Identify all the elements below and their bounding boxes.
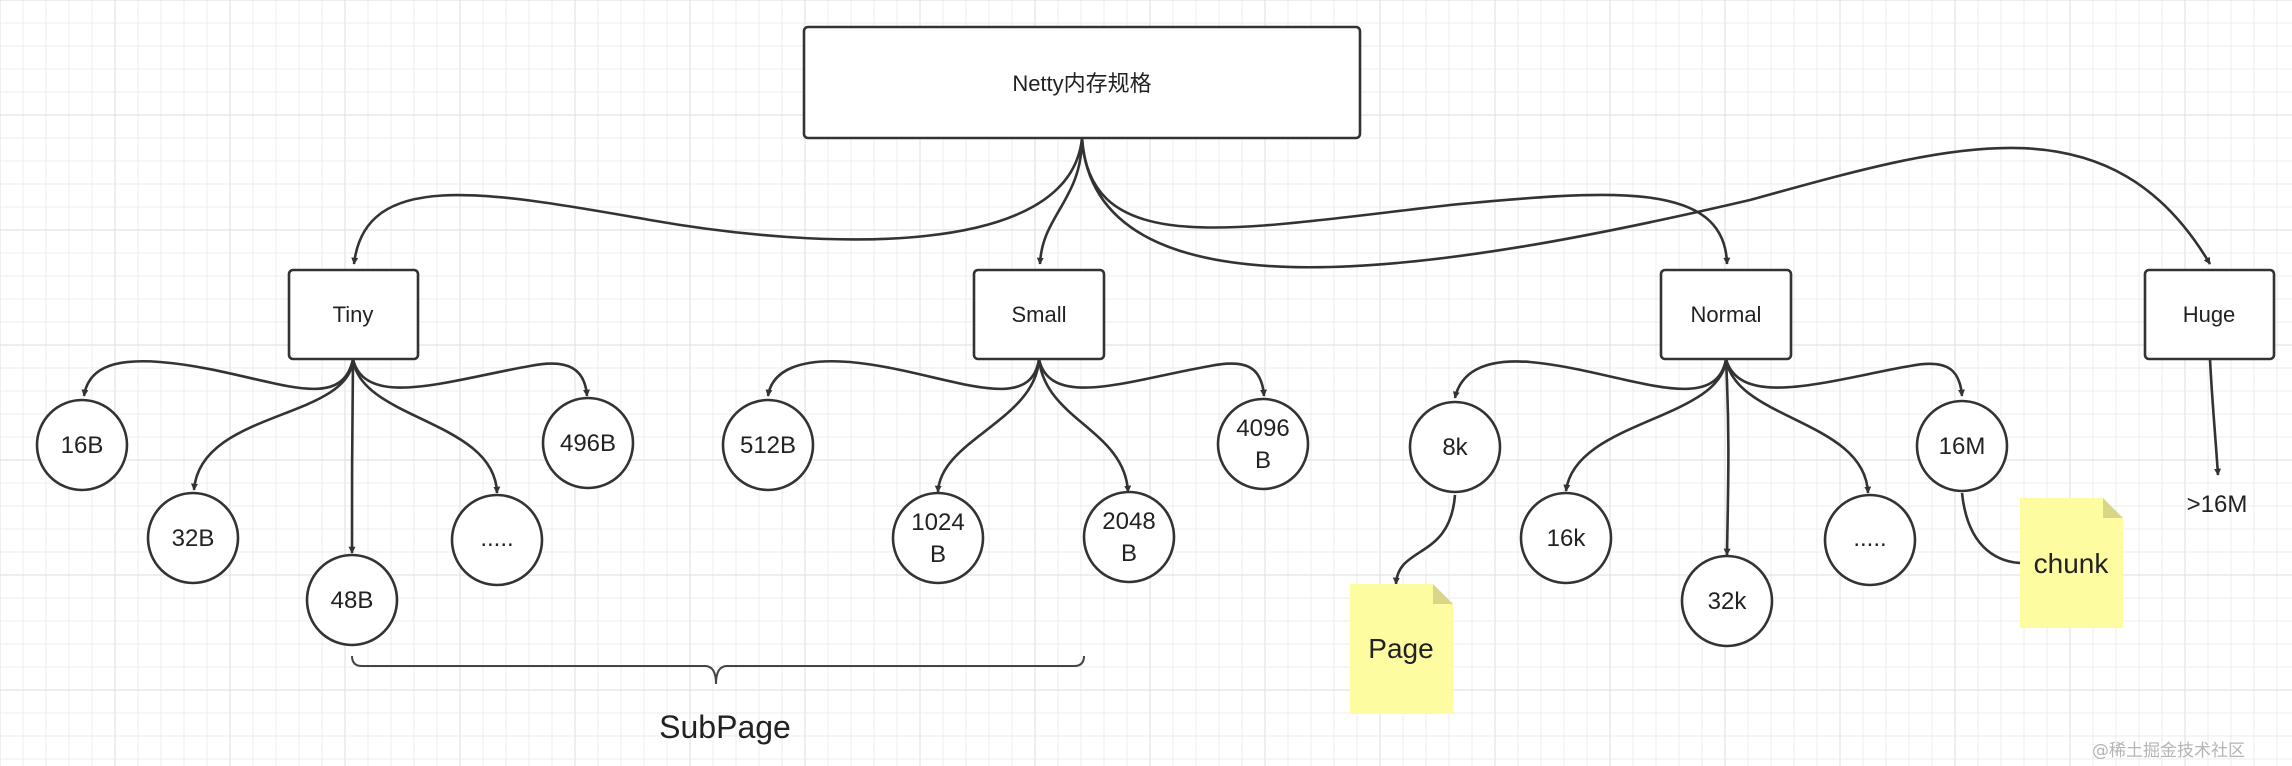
subpage-label: SubPage bbox=[659, 709, 791, 745]
edge-small-1024b bbox=[934, 358, 1041, 493]
node-16m-label: 16M bbox=[1939, 433, 1986, 460]
edge-tiny-48b bbox=[348, 358, 356, 554]
node-normal-dots-label: ..... bbox=[1853, 525, 1886, 552]
node-4096b-line2: B bbox=[1255, 447, 1271, 474]
edge-tiny-dots bbox=[351, 358, 501, 494]
edge-tiny-32b bbox=[190, 358, 355, 491]
node-16m bbox=[1915, 399, 2009, 493]
node-2048b bbox=[1082, 490, 1176, 584]
huge-label: Huge bbox=[2183, 302, 2236, 327]
node-8k-label: 8k bbox=[1442, 434, 1468, 461]
edge-huge-over16m bbox=[2208, 358, 2222, 476]
node-4096b-line1: 4096 bbox=[1236, 415, 1289, 442]
note-page-label: Page bbox=[1368, 633, 1433, 664]
edge-16m-chunk bbox=[1960, 492, 2031, 567]
node-32b-label: 32B bbox=[172, 525, 215, 552]
edge-normal-32k bbox=[1723, 358, 1731, 556]
node-16b bbox=[35, 398, 129, 492]
node-1024b-line1: 1024 bbox=[911, 509, 964, 536]
note-page: Page bbox=[1350, 584, 1453, 714]
normal-label: Normal bbox=[1691, 302, 1762, 327]
node-16k-label: 16k bbox=[1547, 525, 1587, 552]
node-4096b bbox=[1216, 397, 1310, 491]
node-496b bbox=[541, 396, 635, 490]
node-512b bbox=[721, 398, 815, 492]
huge-box bbox=[2143, 268, 2276, 361]
edge-small-2048b bbox=[1037, 358, 1132, 493]
edge-tiny-496b bbox=[351, 358, 591, 397]
tiny-label: Tiny bbox=[333, 302, 374, 327]
node-1024b bbox=[891, 491, 985, 585]
node-496b-label: 496B bbox=[560, 430, 616, 457]
node-tiny-dots bbox=[450, 493, 544, 587]
edge-root-huge bbox=[1080, 137, 2212, 269]
node-2048b-line2: B bbox=[1121, 540, 1137, 567]
edge-normal-16m bbox=[1724, 358, 1965, 397]
edge-normal-16k bbox=[1563, 358, 1728, 492]
huge-size-label: >16M bbox=[2187, 491, 2248, 518]
node-512b-label: 512B bbox=[740, 432, 796, 459]
node-32k-label: 32k bbox=[1708, 588, 1748, 615]
node-tiny-dots-label: ..... bbox=[480, 525, 513, 552]
watermark-text: @稀土掘金技术社区 bbox=[2092, 741, 2245, 761]
node-2048b-line1: 2048 bbox=[1102, 508, 1155, 535]
node-normal-dots bbox=[1823, 493, 1917, 587]
node-32b bbox=[146, 491, 240, 585]
node-1024b-line2: B bbox=[930, 541, 946, 568]
edge-tiny-16b bbox=[81, 358, 355, 397]
node-48b bbox=[305, 553, 399, 647]
node-16b-label: 16B bbox=[61, 432, 104, 459]
edge-root-normal bbox=[1080, 137, 1731, 265]
small-label: Small bbox=[1011, 302, 1066, 327]
node-16k bbox=[1519, 491, 1613, 585]
edge-normal-8k bbox=[1452, 358, 1728, 399]
node-32k bbox=[1680, 554, 1774, 648]
edge-8k-page bbox=[1392, 494, 1457, 585]
node-48b-label: 48B bbox=[331, 587, 374, 614]
subpage-brace bbox=[351, 655, 1085, 685]
edge-root-small bbox=[1036, 137, 1084, 265]
edge-small-4096b bbox=[1037, 358, 1268, 397]
edge-root-tiny bbox=[351, 137, 1084, 265]
root-label: Netty内存规格 bbox=[1012, 71, 1151, 96]
node-8k bbox=[1408, 400, 1502, 494]
edge-normal-dots bbox=[1724, 358, 1872, 494]
edge-small-512b bbox=[765, 358, 1041, 397]
note-chunk-label: chunk bbox=[2034, 548, 2110, 579]
note-chunk: chunk bbox=[2020, 498, 2123, 628]
